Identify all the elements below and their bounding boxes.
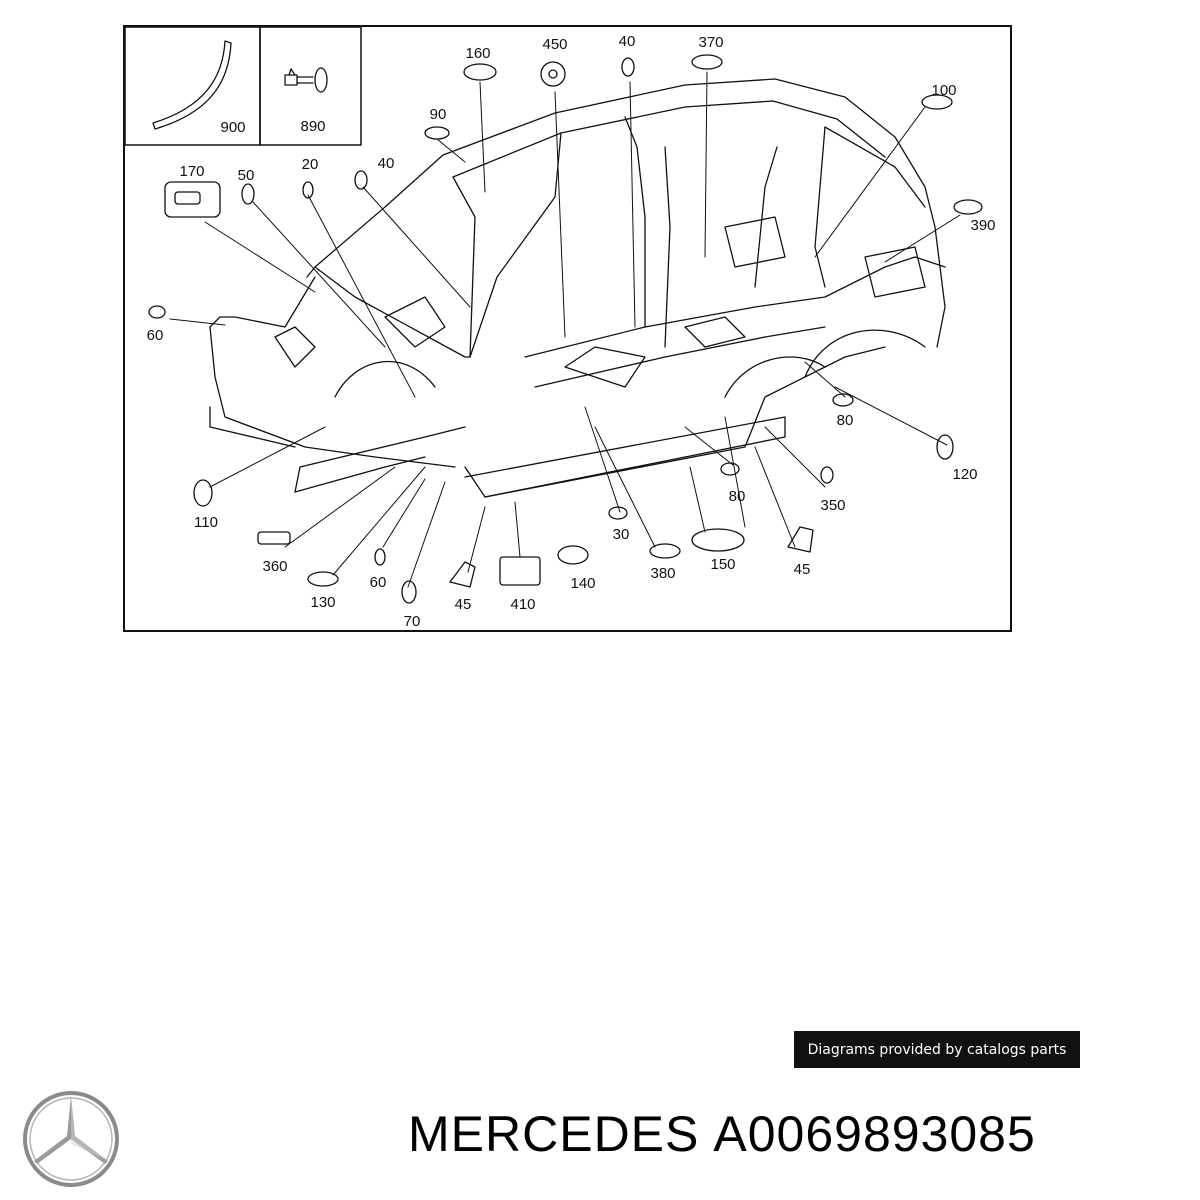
callout-360: 360: [262, 558, 288, 575]
caption-banner: Diagrams provided by catalogs parts: [794, 1031, 1080, 1068]
callout-70: 70: [403, 613, 421, 630]
callout-890: 890: [300, 118, 326, 135]
part-number: A0069893085: [713, 1106, 1036, 1162]
part-890-clip: [284, 67, 328, 93]
callout-40-mid: 40: [377, 155, 395, 172]
callout-170: 170: [179, 163, 205, 180]
callout-410: 410: [510, 596, 536, 613]
callout-370: 370: [698, 34, 724, 51]
callout-140: 140: [570, 575, 596, 592]
callout-80-right: 80: [836, 412, 854, 429]
leader-lines: [169, 71, 961, 588]
car-body-outline: [209, 78, 946, 498]
callout-450: 450: [542, 36, 568, 53]
caption-text: Diagrams provided by catalogs parts: [807, 1041, 1067, 1058]
brand-name: MERCEDES: [408, 1106, 700, 1162]
car-body-illustration: [125, 27, 983, 604]
callout-20: 20: [301, 156, 319, 173]
callout-60-left: 60: [146, 327, 164, 344]
mercedes-star-icon: [21, 1089, 121, 1194]
callout-60-bottom: 60: [369, 574, 387, 591]
callout-150: 150: [710, 556, 736, 573]
callout-110: 110: [194, 514, 218, 531]
callout-90: 90: [429, 106, 447, 123]
callout-100: 100: [931, 82, 957, 99]
parts-diagram: 900 890 160 450 40 370 100 90 170 50 20 …: [123, 25, 1012, 632]
plug-parts: [148, 54, 983, 604]
callout-160: 160: [465, 45, 491, 62]
callout-120: 120: [952, 466, 978, 483]
callout-45-right: 45: [793, 561, 811, 578]
callout-130: 130: [310, 594, 336, 611]
callout-50: 50: [237, 167, 255, 184]
callout-900: 900: [220, 119, 246, 136]
callout-380: 380: [650, 565, 676, 582]
callout-350: 350: [820, 497, 846, 514]
callout-40-top: 40: [618, 33, 636, 50]
part-900-strip: [152, 40, 232, 130]
callout-80-bottom: 80: [728, 488, 746, 505]
callout-390: 390: [970, 217, 996, 234]
callout-45-left: 45: [454, 596, 472, 613]
callout-30: 30: [612, 526, 630, 543]
inset-box-890: [259, 27, 362, 146]
